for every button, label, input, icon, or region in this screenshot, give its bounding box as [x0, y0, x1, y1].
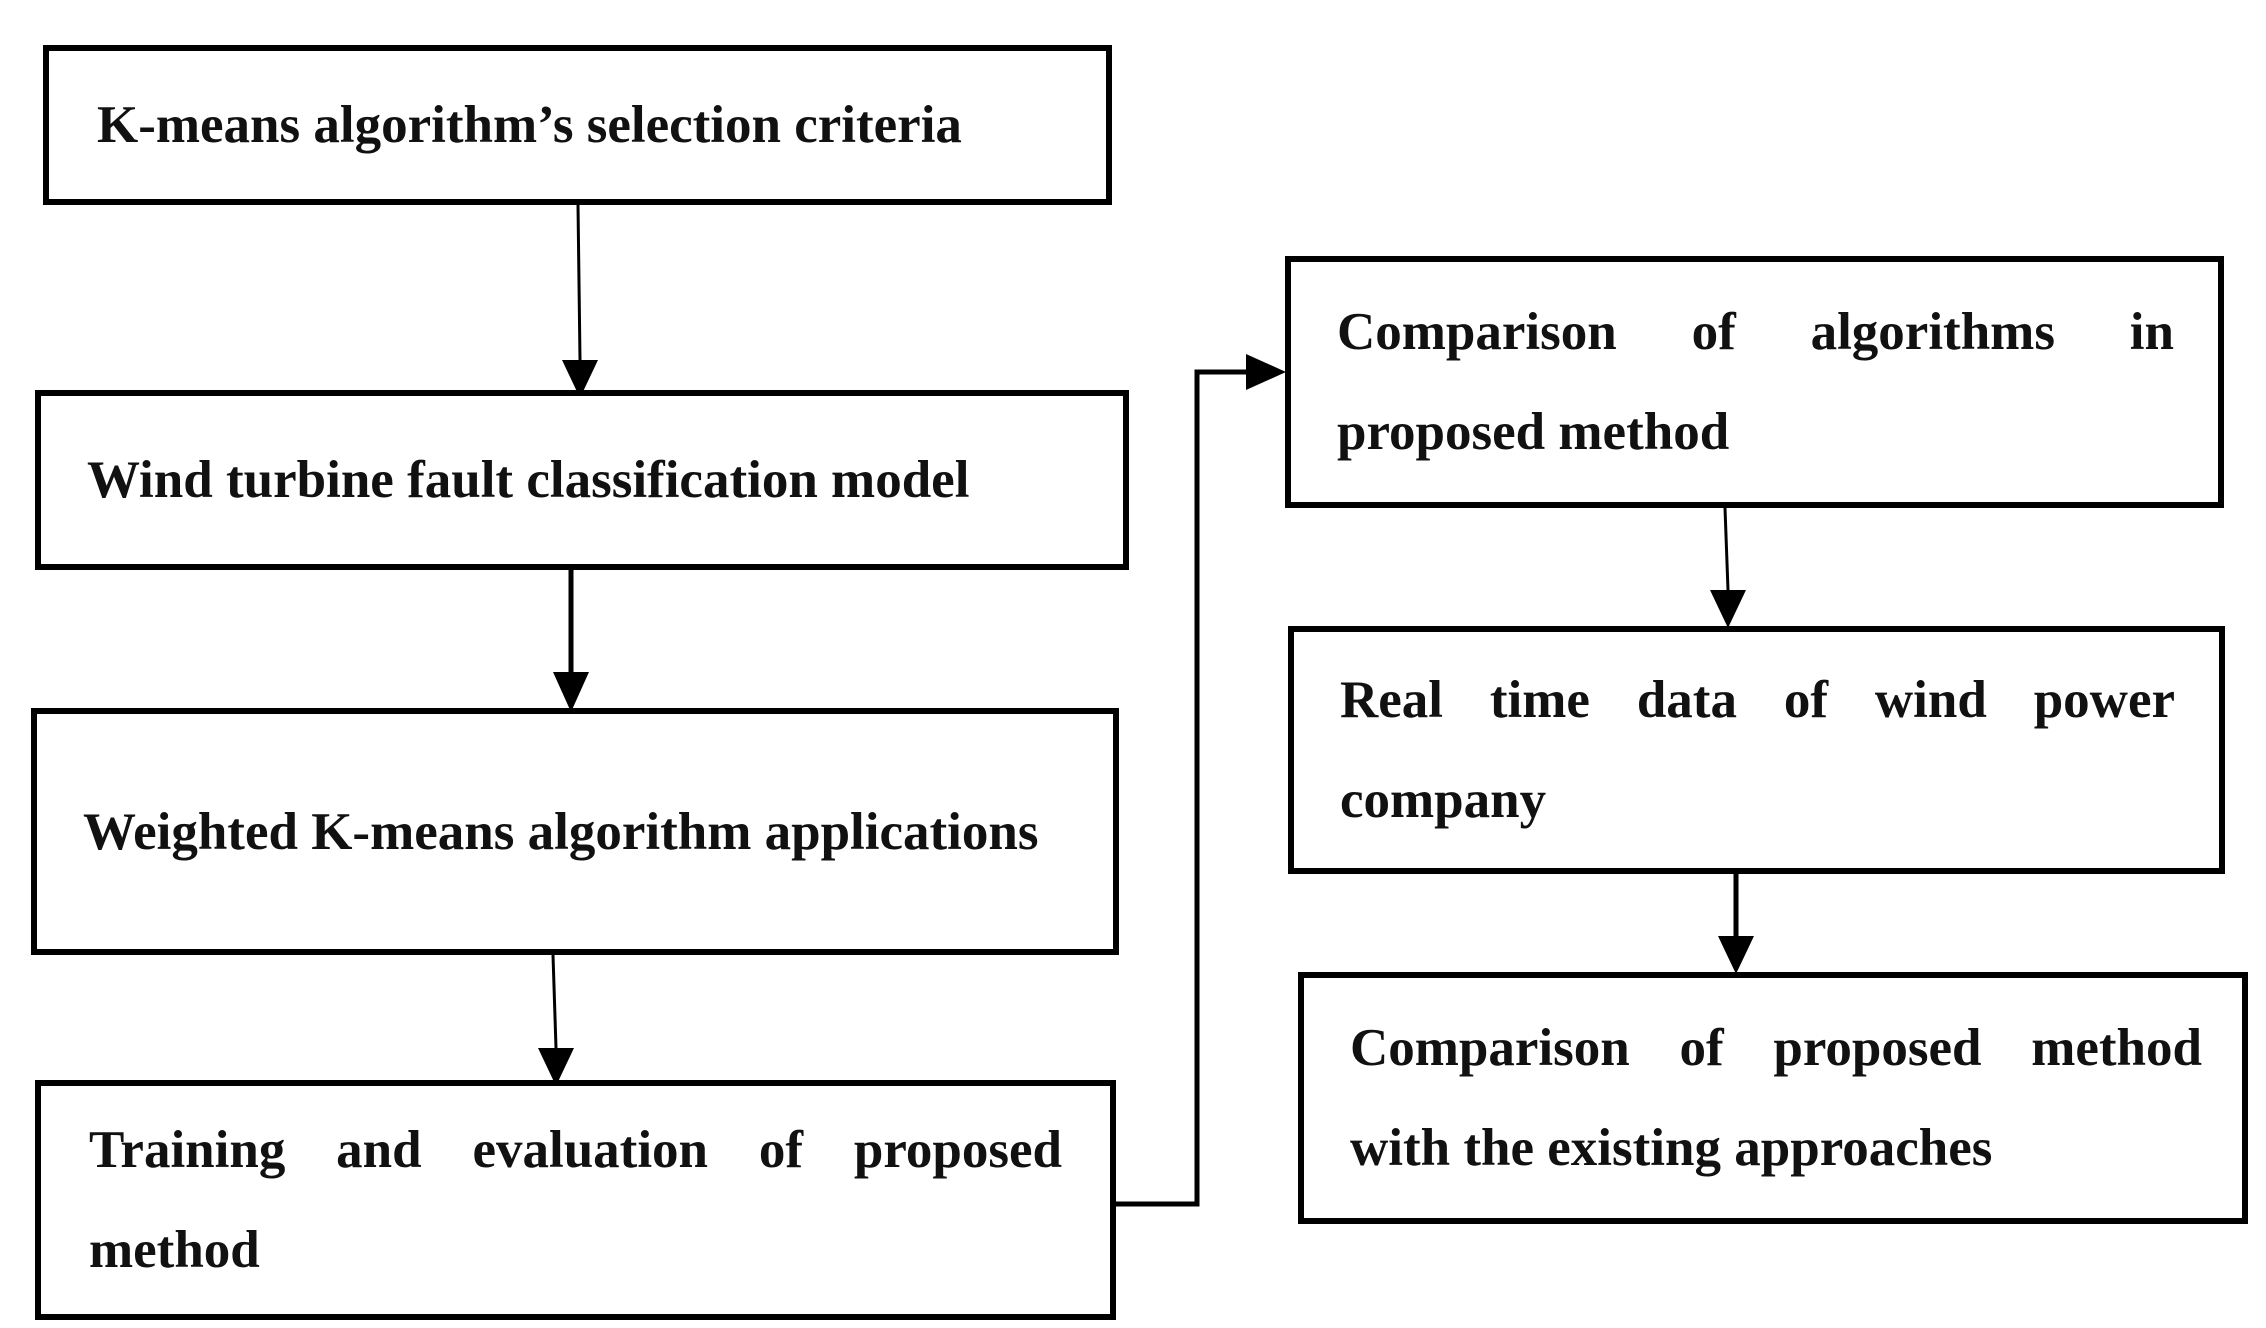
arrow-model-to-weighted [553, 568, 589, 712]
box-comparison-approaches: Comparison of proposed method with the e… [1298, 972, 2248, 1224]
arrow-selection-to-model [562, 204, 598, 398]
box-comparison-approaches-label: Comparison of proposed method with the e… [1350, 1019, 2202, 1177]
box-weighted-kmeans: Weighted K-means algorithm applications [31, 708, 1119, 955]
arrow-comparison-to-realtime [1710, 507, 1746, 628]
box-classification-model-label: Wind turbine fault classification model [87, 451, 970, 509]
arrow-weighted-to-training [538, 954, 574, 1086]
box-training-evaluation: Training and evaluation of proposed meth… [35, 1080, 1116, 1320]
arrow-training-to-comparison [1114, 354, 1286, 1207]
box-classification-model: Wind turbine fault classification model [35, 390, 1129, 570]
box-training-evaluation-label: Training and evaluation of proposed meth… [89, 1121, 1062, 1279]
box-comparison-algorithms: Comparison of algorithms in proposed met… [1285, 256, 2224, 508]
box-real-time-data-label: Real time data of wind power company [1340, 671, 2175, 829]
box-weighted-kmeans-label: Weighted K-means algorithm applications [83, 802, 1039, 861]
box-real-time-data: Real time data of wind power company [1288, 626, 2225, 874]
arrow-realtime-to-approaches [1718, 872, 1754, 974]
box-selection-criteria-label: K-means algorithm’s selection criteria [97, 96, 962, 154]
box-comparison-algorithms-label: Comparison of algorithms in proposed met… [1337, 303, 2174, 461]
box-selection-criteria: K-means algorithm’s selection criteria [43, 45, 1112, 205]
